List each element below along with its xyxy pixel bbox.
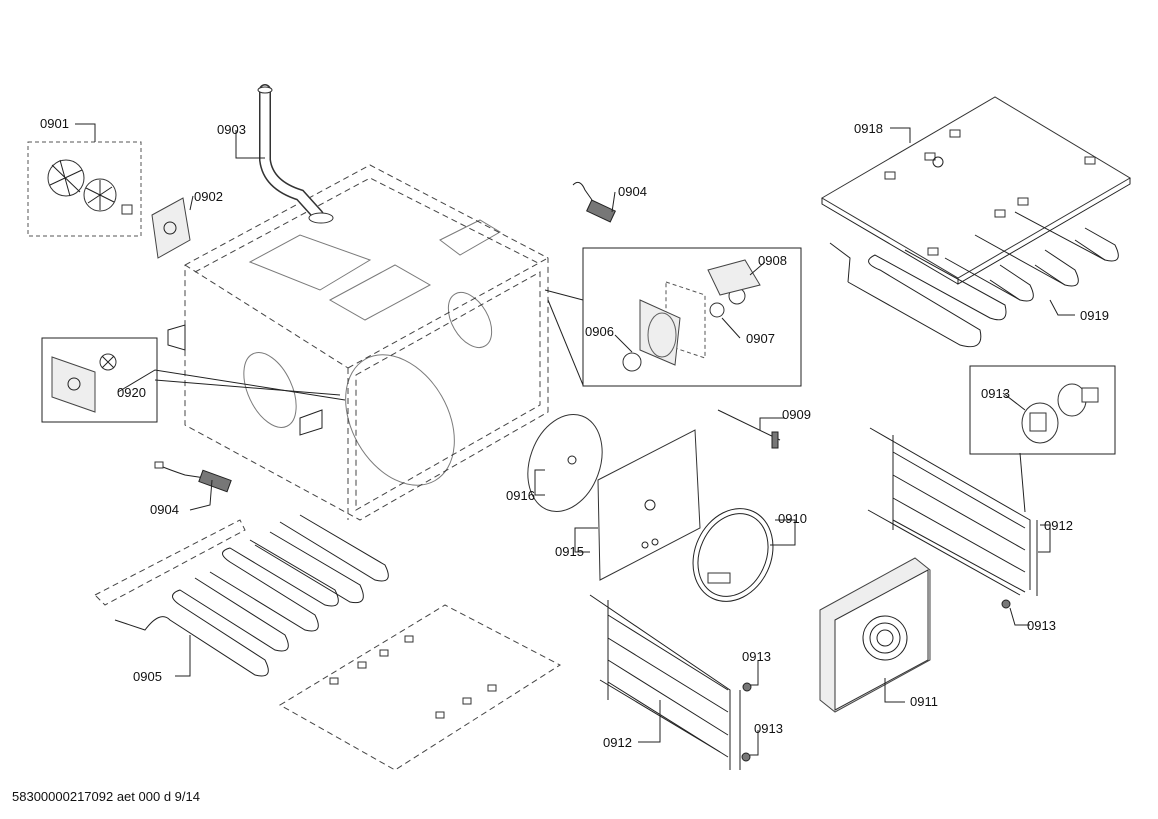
callout-0913-a: 0913 (742, 649, 771, 664)
callout-0905: 0905 (133, 669, 162, 684)
part-0902-fan-cover (151, 197, 191, 259)
callout-0916: 0916 (506, 488, 535, 503)
callout-0904-upper: 0904 (618, 184, 647, 199)
screw-0913-b (741, 752, 751, 762)
callout-0912-left: 0912 (603, 735, 632, 750)
callout-0907: 0907 (746, 331, 775, 346)
part-0905-bottom-heating-element (94, 514, 389, 677)
part-0904-sensor-upper (572, 181, 616, 223)
callout-labels: 0901 0902 0903 0904 0904 0905 0906 0907 … (40, 116, 1109, 750)
callout-0911: 0911 (910, 694, 938, 709)
oven-cavity (167, 164, 549, 521)
leader-lines (75, 123, 1075, 756)
screw-0913-a (742, 682, 752, 692)
callout-0912-right: 0912 (1044, 518, 1073, 533)
part-0909-probe (717, 409, 781, 449)
callout-0918: 0918 (854, 121, 883, 136)
part-0919-top-heating-element (829, 211, 1119, 348)
part-0920-light-socket (41, 337, 158, 423)
callout-0909: 0909 (782, 407, 811, 422)
callout-0913-b: 0913 (754, 721, 783, 736)
part-0918-top-panel (821, 96, 1131, 285)
callout-0902: 0902 (194, 189, 223, 204)
part-0915-back-panel (597, 429, 701, 581)
screw-0913-c (1001, 599, 1011, 609)
callout-0915: 0915 (555, 544, 584, 559)
callout-0904-lower: 0904 (150, 502, 179, 517)
part-0903-vent-pipe (257, 84, 334, 224)
callout-0906: 0906 (585, 324, 614, 339)
part-0901-fan-motor (27, 141, 142, 237)
part-0913-screw-detail (969, 365, 1116, 455)
part-0912-shelf-rack-upper (867, 427, 1038, 596)
callout-0908: 0908 (758, 253, 787, 268)
part-0916-fan-disc (527, 414, 603, 512)
callout-0910: 0910 (778, 511, 807, 526)
part-bottom-tray (279, 604, 561, 771)
callout-0913-c: 0913 (1027, 618, 1056, 633)
document-id: 58300000217092 aet 000 d 9/14 (12, 789, 200, 804)
callout-0903: 0903 (217, 122, 246, 137)
part-0911-fan-cover (819, 557, 931, 713)
lamp-housing-group (582, 247, 802, 387)
part-0904-sensor-lower (154, 461, 232, 493)
part-0910-ring-heating-element (692, 508, 774, 602)
callout-0919: 0919 (1080, 308, 1109, 323)
callout-0901: 0901 (40, 116, 69, 131)
callout-0920: 0920 (117, 385, 146, 400)
callout-0913-d: 0913 (981, 386, 1010, 401)
